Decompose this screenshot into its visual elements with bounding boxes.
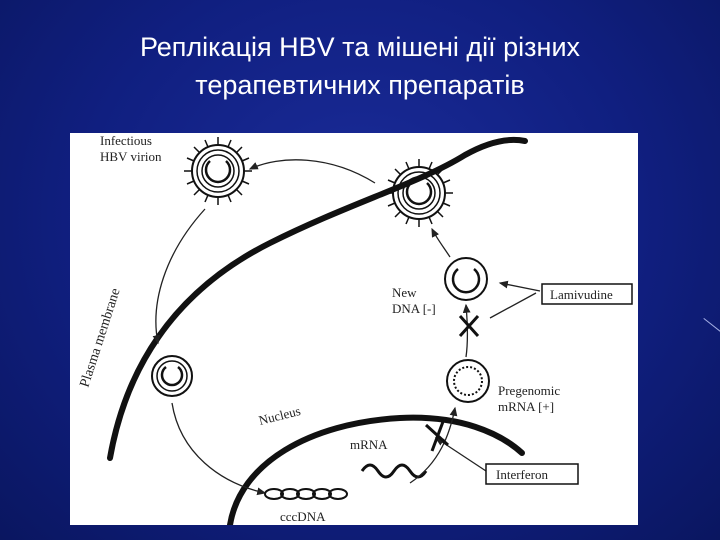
capsid-entering (151, 355, 193, 397)
plasma-membrane-curve (107, 136, 528, 461)
capsid-pregenomic (446, 359, 490, 403)
slide-title: Реплікація HBV та мішені дії різних тера… (0, 28, 720, 104)
label-infectious-2: HBV virion (100, 149, 162, 164)
label-infectious-1: Infectious (100, 133, 152, 148)
virion-infectious (184, 137, 252, 205)
label-new-dna-2: DNA [-] (392, 301, 436, 316)
nucleus-membrane-curve (227, 414, 525, 525)
decorative-line (703, 318, 720, 334)
slide-title-line2: терапевтичних препаратів (195, 70, 525, 100)
interferon-box (485, 463, 579, 485)
lamivudine-box (541, 283, 633, 305)
label-cccdna: cccDNA (280, 509, 326, 524)
interferon-block-cross (424, 418, 450, 452)
slide-title-line1: Реплікація HBV та мішені дії різних (139, 32, 581, 62)
label-new-dna-1: New (392, 285, 417, 300)
label-nucleus: Nucleus (257, 403, 302, 428)
mrna-wave (360, 463, 428, 479)
cccdna-chain (264, 488, 348, 500)
diagram-svg: Infectious HBV virion Plasma membrane Nu… (78, 133, 633, 525)
hbv-replication-diagram: Infectious HBV virion Plasma membrane Nu… (70, 133, 638, 525)
label-interferon: Interferon (496, 467, 548, 482)
capsid-new-dna (444, 257, 488, 301)
flow-arrows (152, 159, 541, 496)
label-lamivudine: Lamivudine (550, 287, 613, 302)
virion-budding (385, 159, 453, 227)
label-pregenomic-2: mRNA [+] (498, 399, 554, 414)
lamivudine-block-cross (458, 314, 480, 338)
label-mrna: mRNA (350, 437, 388, 452)
label-pregenomic-1: Pregenomic (498, 383, 560, 398)
label-plasma-membrane: Plasma membrane (78, 287, 124, 390)
